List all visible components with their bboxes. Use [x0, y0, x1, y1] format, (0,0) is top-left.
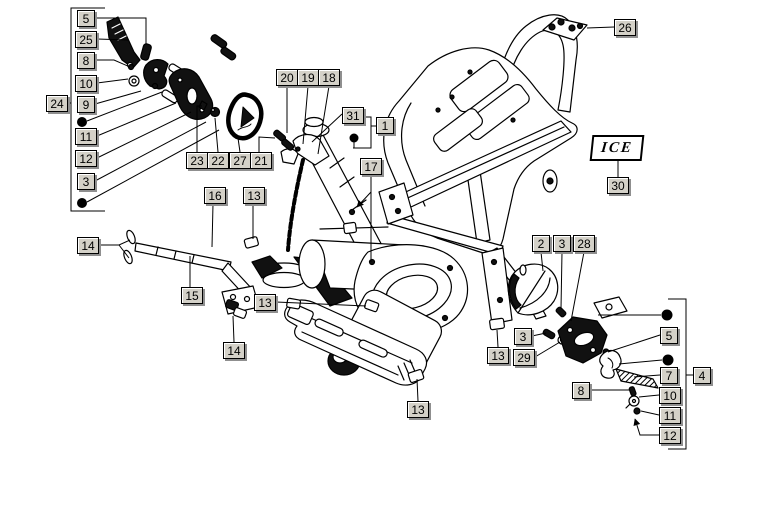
callout-14[interactable]: 14: [223, 342, 245, 359]
callout-20[interactable]: 20: [276, 69, 298, 86]
callout-22[interactable]: 22: [207, 152, 229, 169]
callout-4[interactable]: 4: [693, 367, 711, 384]
callout-3[interactable]: 3: [514, 328, 532, 345]
callout-11[interactable]: 11: [659, 407, 681, 424]
leader-line: [214, 117, 219, 153]
ice-logo: ICE: [589, 135, 645, 161]
leader-line: [96, 78, 129, 84]
callout-30[interactable]: 30: [607, 177, 629, 194]
leader-line: [633, 418, 659, 436]
leader-line: [311, 113, 343, 143]
callout-12[interactable]: 12: [75, 150, 97, 167]
callout-31[interactable]: 31: [342, 107, 364, 124]
callout-8[interactable]: 8: [572, 382, 590, 399]
callout-17[interactable]: 17: [360, 158, 382, 175]
leader-line: [94, 90, 142, 105]
callout-21[interactable]: 21: [250, 152, 272, 169]
leader-line: [96, 111, 192, 159]
leader-line: [70, 7, 105, 212]
callout-3[interactable]: 3: [553, 235, 571, 252]
leader-line: [668, 298, 687, 450]
bullet-marker: [349, 133, 359, 143]
leader-line: [275, 301, 367, 307]
leader-line: [531, 332, 547, 337]
leader-line: [95, 59, 131, 68]
ice-logo-text: ICE: [600, 139, 634, 156]
bullet-marker: [77, 198, 87, 208]
leader-line: [416, 378, 419, 402]
callout-13[interactable]: 13: [243, 187, 265, 204]
leader-line: [95, 17, 147, 44]
leader-line: [356, 191, 372, 208]
callout-13[interactable]: 13: [487, 347, 509, 364]
callout-5[interactable]: 5: [660, 327, 678, 344]
torsion-bar: [123, 229, 260, 319]
callout-23[interactable]: 23: [186, 152, 208, 169]
frame-artwork: [106, 14, 659, 415]
callout-11[interactable]: 11: [75, 128, 97, 145]
callout-24[interactable]: 24: [46, 95, 68, 112]
leader-line: [633, 374, 661, 378]
leader-line: [99, 239, 131, 246]
leader-line: [540, 251, 544, 272]
leader-line: [586, 26, 615, 29]
clips-and-fasteners: [243, 208, 505, 383]
callout-27[interactable]: 27: [229, 152, 251, 169]
pedal-lever-cluster: [106, 16, 295, 151]
callout-1[interactable]: 1: [376, 117, 394, 134]
bullet-markers: [77, 117, 674, 366]
leader-line: [232, 315, 235, 343]
callout-5[interactable]: 5: [77, 10, 95, 27]
leader-line: [560, 251, 563, 310]
leader-line: [534, 341, 561, 358]
leader-line: [317, 85, 330, 155]
callout-13[interactable]: 13: [407, 401, 429, 418]
leader-line: [607, 334, 661, 353]
leader-line: [86, 91, 163, 122]
leader-line: [258, 136, 276, 152]
leader-line: [638, 394, 660, 398]
leader-lines: [68, 7, 693, 450]
callout-16[interactable]: 16: [204, 187, 226, 204]
leader-line: [96, 38, 129, 41]
leader-line: [237, 137, 241, 153]
leader-line: [640, 410, 660, 416]
callout-7[interactable]: 7: [660, 367, 678, 384]
callout-10[interactable]: 10: [75, 75, 97, 92]
leader-line: [96, 102, 177, 137]
leader-line: [211, 203, 214, 248]
callout-18[interactable]: 18: [318, 69, 340, 86]
callout-2[interactable]: 2: [532, 235, 550, 252]
leader-line: [353, 116, 372, 149]
leader-line: [570, 251, 585, 322]
floorboard: [284, 299, 428, 386]
callout-29[interactable]: 29: [513, 349, 535, 366]
leader-line: [302, 85, 309, 145]
callout-12[interactable]: 12: [659, 427, 681, 444]
leader-line: [196, 105, 202, 152]
bullet-marker: [661, 309, 673, 321]
callout-8[interactable]: 8: [77, 52, 95, 69]
callout-9[interactable]: 9: [77, 96, 95, 113]
callout-26[interactable]: 26: [614, 19, 636, 36]
main-frame: [378, 47, 628, 325]
side-stand-cluster: [507, 263, 659, 415]
leader-line: [496, 329, 499, 348]
bullet-marker: [662, 354, 674, 366]
callout-19[interactable]: 19: [297, 69, 319, 86]
callout-28[interactable]: 28: [573, 235, 595, 252]
callout-25[interactable]: 25: [75, 31, 97, 48]
callout-13[interactable]: 13: [254, 294, 276, 311]
bullet-marker: [77, 117, 87, 127]
leader-line: [118, 244, 130, 259]
callout-15[interactable]: 15: [181, 287, 203, 304]
callout-10[interactable]: 10: [659, 387, 681, 404]
callout-3[interactable]: 3: [77, 173, 95, 190]
callout-14[interactable]: 14: [77, 237, 99, 254]
leader-line: [94, 121, 207, 182]
leader-line: [618, 359, 663, 365]
